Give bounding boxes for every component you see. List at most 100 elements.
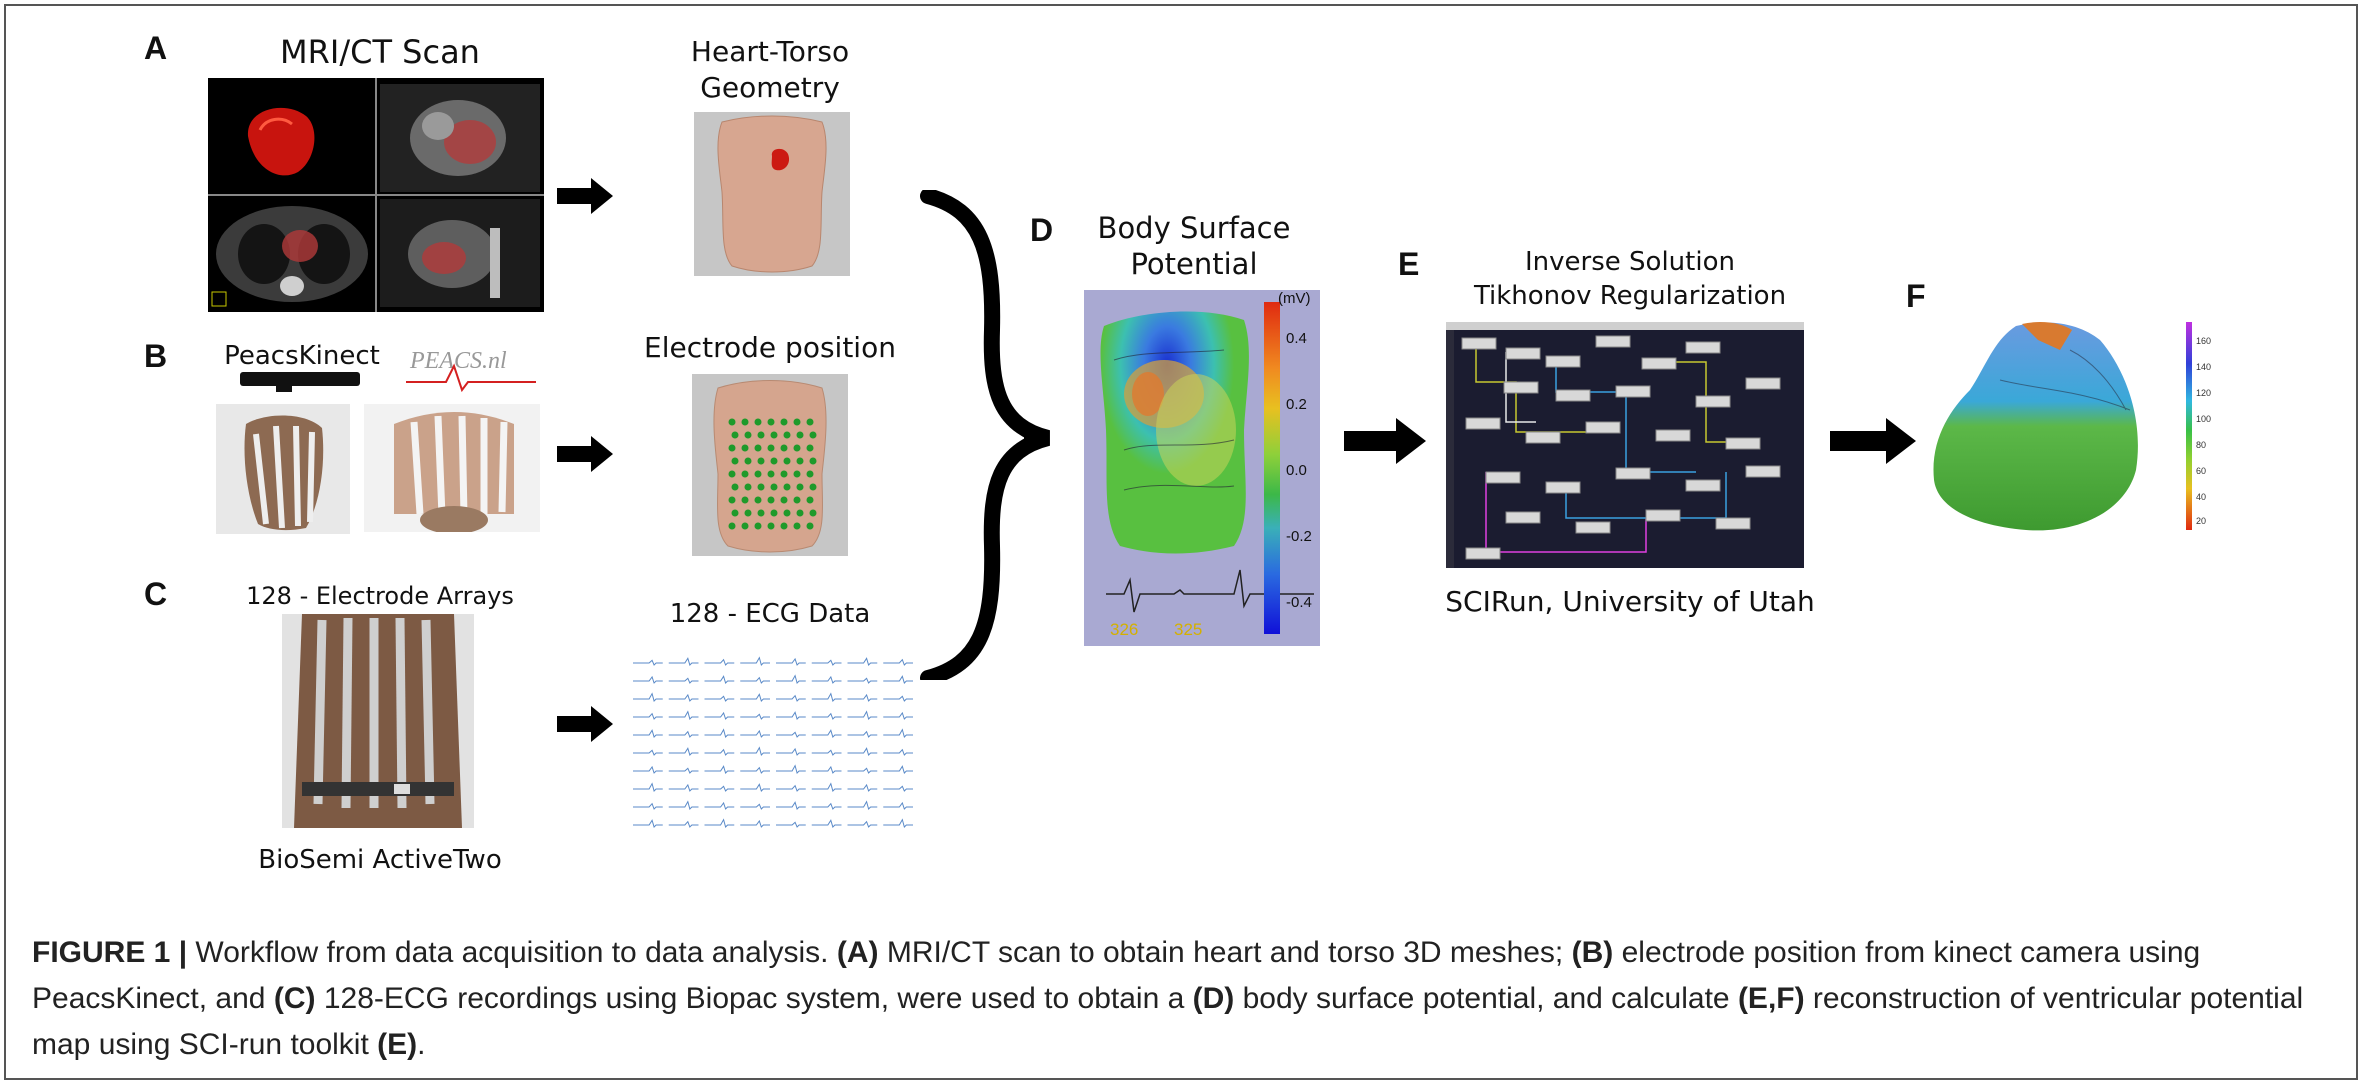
electrode-dot [744, 483, 752, 491]
electrode-dot [793, 418, 801, 426]
heart-torso-title: Heart-Torso Geometry [690, 35, 850, 104]
electrode-dot [731, 431, 739, 439]
ecg-trace [776, 674, 806, 684]
caption-segment: body surface potential, and calculate [1234, 982, 1738, 1015]
peacs-logo-ecg-icon [406, 363, 536, 392]
ecg-trace [740, 766, 770, 774]
ecg-trace [668, 730, 699, 738]
ecg-trace [776, 694, 806, 702]
electrode-dot [728, 444, 736, 452]
ecg-trace [776, 657, 806, 666]
bsp-tick-3: -0.2 [1286, 528, 1312, 545]
scirun-module [1745, 465, 1781, 478]
ecg-data-title: 128 - ECG Data [669, 599, 871, 629]
ecg-trace [704, 818, 735, 828]
arrow-c [557, 706, 613, 742]
scan-front-shape [394, 412, 514, 532]
electrode-dot [767, 444, 775, 452]
electrode-dot [780, 496, 788, 504]
ventricle-tick-2: 120 [2196, 388, 2212, 398]
bsp-unit-label: (mV) [1278, 290, 1311, 307]
panel-letter-e: E [1398, 246, 1420, 282]
ecg-trace [776, 801, 806, 810]
electrode-dot [809, 457, 817, 465]
electrode-dot [767, 496, 775, 504]
electrode-dot [744, 509, 752, 517]
electrode-position-title: Electrode position [644, 331, 896, 364]
ecg-trace [776, 731, 806, 738]
scirun-module [1545, 481, 1581, 494]
ecg-trace [633, 819, 663, 828]
scirun-module [1615, 385, 1651, 398]
mri-ct-image [208, 78, 544, 312]
electrode-dot [783, 431, 791, 439]
scirun-module [1595, 335, 1631, 348]
ecg-trace [740, 746, 770, 756]
electrode-arrays-photo [282, 614, 474, 828]
ecg-trace [633, 712, 663, 720]
kinect-camera-icon [240, 372, 360, 386]
ecg-trace [633, 692, 663, 702]
scirun-module [1715, 517, 1751, 530]
electrode-position-image [692, 374, 848, 556]
ecg-trace [633, 749, 663, 756]
scirun-module [1461, 337, 1497, 350]
inverse-solution-title-line2: Tikhonov Regularization [1473, 281, 1787, 311]
ecg-trace [740, 803, 770, 810]
scirun-module [1505, 347, 1541, 360]
electrode-dot [780, 522, 788, 530]
electrode-dot [744, 457, 752, 465]
ecg-data-grid-image [630, 654, 916, 834]
scirun-network [1446, 322, 1804, 568]
ecg-trace [811, 712, 842, 720]
electrode-dot [793, 444, 801, 452]
ecg-trace [740, 676, 770, 684]
ecg-trace [740, 693, 770, 702]
bsp-title-line1: Body Surface [1097, 211, 1291, 245]
mri-ct-title: MRI/CT Scan [280, 33, 480, 71]
ecg-trace [847, 657, 878, 666]
scirun-module [1645, 509, 1681, 522]
electrode-dot [793, 496, 801, 504]
ecg-trace [704, 765, 735, 774]
electrode-dot [741, 522, 749, 530]
ecg-trace [704, 711, 735, 720]
electrode-dot [757, 457, 765, 465]
ecg-trace [668, 747, 699, 756]
arrow-a [557, 178, 613, 214]
bsp-colorbar [1264, 302, 1280, 634]
ventricle-colorbar [2186, 322, 2192, 530]
ecg-trace [668, 710, 699, 720]
electrode-dot [809, 509, 817, 517]
bsp-title-line2: Potential [1130, 247, 1258, 281]
arrow-e [1830, 418, 1916, 464]
arrow-d [1344, 418, 1426, 464]
ecg-trace [633, 802, 663, 810]
ecg-trace [633, 659, 663, 666]
electrode-dot [796, 509, 804, 517]
scirun-module [1555, 389, 1591, 402]
electrode-dot [767, 470, 775, 478]
panel-letter-b: B [144, 338, 168, 374]
ecg-trace [704, 801, 735, 810]
electrode-dot [757, 431, 765, 439]
electrode-dot [809, 483, 817, 491]
caption-segment: MRI/CT scan to obtain heart and torso 3D… [878, 936, 1572, 969]
electrode-dot [806, 522, 814, 530]
scirun-module [1465, 547, 1501, 560]
electrode-dot [806, 444, 814, 452]
ventricular-potential-map [1930, 320, 2160, 538]
electrode-dot [780, 470, 788, 478]
electrode-dot [806, 418, 814, 426]
ecg-trace [811, 802, 842, 810]
ecg-trace [740, 656, 770, 666]
ecg-trace [740, 819, 770, 828]
merge-brace [920, 190, 1050, 680]
scirun-module [1545, 355, 1581, 368]
ecg-trace [847, 677, 878, 684]
electrode-dot [793, 470, 801, 478]
ecg-grid [633, 656, 913, 828]
electrode-dot [809, 431, 817, 439]
figure-caption: FIGURE 1 | Workflow from data acquisitio… [32, 930, 2332, 1068]
arrow-b [557, 436, 613, 472]
